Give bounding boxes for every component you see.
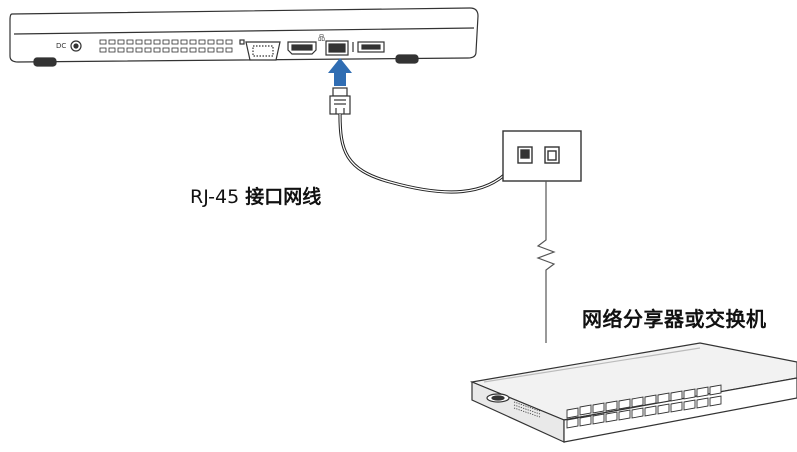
network-switch-icon: [469, 342, 797, 443]
vga-port-icon: [245, 41, 281, 61]
network-device-label: 网络分享器或交换机: [582, 307, 767, 331]
cable-label-prefix: RJ-45: [190, 186, 240, 208]
rj45-plug-icon: [329, 87, 351, 115]
usb-port-icon: [352, 41, 385, 53]
cable-label-suffix: 接口网线: [245, 186, 322, 208]
switch-ports: [566, 384, 722, 429]
ethernet-port-icon: 品: [318, 34, 349, 56]
up-arrow-icon: [328, 58, 352, 86]
svg-text:DC: DC: [56, 42, 66, 50]
svg-text:品: 品: [318, 34, 325, 42]
break-symbol-icon: [536, 181, 556, 343]
cable-label: RJ-45 接口网线: [190, 182, 321, 209]
network-cable: [338, 113, 518, 194]
vent-grille: [99, 39, 233, 53]
wall-jack-icon: [502, 130, 582, 182]
laptop-side-view: DC 品: [9, 7, 479, 67]
